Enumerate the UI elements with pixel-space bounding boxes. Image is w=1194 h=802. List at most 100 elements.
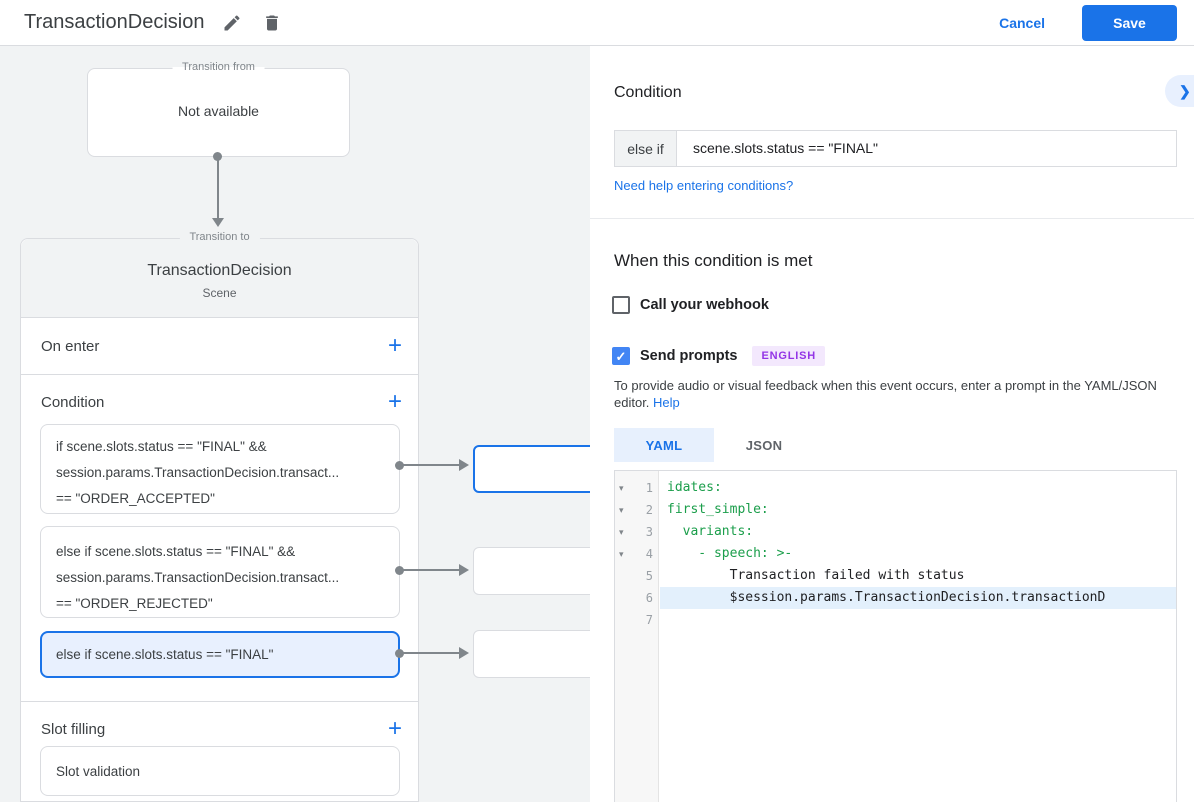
fold-arrow-icon[interactable]: ▾ xyxy=(619,548,624,559)
conditions-help-link[interactable]: Need help entering conditions? xyxy=(614,178,794,193)
connector-line xyxy=(403,569,459,571)
on-enter-label: On enter xyxy=(41,337,100,355)
condition-section-label: Condition xyxy=(41,393,105,411)
divider xyxy=(21,701,418,702)
connector-line xyxy=(217,158,219,218)
send-prompts-label: Send prompts xyxy=(640,348,738,364)
condition-card-rejected[interactable]: else if scene.slots.status == "FINAL" &&… xyxy=(40,526,400,618)
slot-filling-label: Slot filling xyxy=(41,720,106,738)
call-webhook-label: Call your webhook xyxy=(640,297,769,313)
code-text[interactable] xyxy=(660,609,1176,631)
condition-input[interactable]: scene.slots.status == "FINAL" xyxy=(693,140,879,156)
condition-card-final-selected[interactable]: else if scene.slots.status == "FINAL" xyxy=(40,631,400,678)
line-number: 3 xyxy=(645,525,653,539)
tab-json[interactable]: JSON xyxy=(745,437,783,453)
add-on-enter-button[interactable]: + xyxy=(387,332,402,359)
fold-arrow-icon[interactable]: ▾ xyxy=(619,482,624,493)
tab-yaml[interactable]: YAML xyxy=(614,428,714,462)
add-condition-button[interactable]: + xyxy=(387,388,402,415)
on-enter-section: On enter + xyxy=(21,318,418,375)
editor-line: ▾ 2 first_simple: xyxy=(615,499,1176,521)
condition-line: session.params.TransactionDecision.trans… xyxy=(56,465,340,480)
fold-arrow-icon[interactable]: ▾ xyxy=(619,504,624,515)
connector-arrowhead xyxy=(212,218,224,227)
divider xyxy=(590,218,1194,219)
language-badge: ENGLISH xyxy=(752,346,825,366)
condition-prefix: else if xyxy=(615,131,677,166)
line-number: 5 xyxy=(645,569,653,583)
transition-to-legend: Transition to xyxy=(179,231,260,243)
when-condition-heading: When this condition is met xyxy=(614,251,813,270)
delete-scene-button[interactable] xyxy=(260,11,284,35)
connector-arrowhead xyxy=(459,647,469,659)
transition-to-node: Transition to TransactionDecision Scene … xyxy=(20,231,419,802)
code-text[interactable]: first_simple: xyxy=(667,502,769,517)
trash-icon xyxy=(266,15,279,30)
condition-section: Condition + xyxy=(21,385,418,419)
add-slot-button[interactable]: + xyxy=(387,715,402,742)
fold-arrow-icon[interactable]: ▾ xyxy=(619,526,624,537)
page-title: TransactionDecision xyxy=(24,11,205,33)
cancel-button[interactable]: Cancel xyxy=(999,14,1045,31)
prompt-help-link[interactable]: Help xyxy=(653,395,680,410)
code-text[interactable]: $session.params.TransactionDecision.tran… xyxy=(660,587,1176,609)
save-button[interactable]: Save xyxy=(1082,4,1177,41)
slot-filling-section: Slot filling + xyxy=(21,707,418,751)
target-node-selected[interactable] xyxy=(473,445,604,493)
collapse-panel-button[interactable]: ❯ xyxy=(1165,75,1194,107)
connector-dot xyxy=(395,461,404,470)
condition-card-accepted[interactable]: if scene.slots.status == "FINAL" && sess… xyxy=(40,424,400,514)
send-prompts-row: ✓ Send prompts ENGLISH xyxy=(612,346,825,366)
send-prompts-checkbox[interactable]: ✓ xyxy=(612,347,630,365)
connector-dot xyxy=(395,649,404,658)
connector-line xyxy=(403,652,459,654)
webhook-row: Call your webhook xyxy=(612,296,769,314)
chevron-right-icon: ❯ xyxy=(1179,82,1191,99)
edit-scene-button[interactable] xyxy=(220,11,244,35)
panel-heading: Condition xyxy=(614,84,682,101)
code-text[interactable]: idates: xyxy=(667,480,722,495)
editor-line: ▾ 1 idates: xyxy=(615,477,1176,499)
editor-line: 5 Transaction failed with status xyxy=(615,565,1176,587)
top-bar: TransactionDecision Cancel Save xyxy=(0,0,1194,46)
transition-from-legend: Transition from xyxy=(172,61,265,73)
condition-line: if scene.slots.status == "FINAL" && xyxy=(56,439,267,454)
condition-detail-panel: Condition ❯ else if scene.slots.status =… xyxy=(590,46,1194,802)
editor-gutter xyxy=(615,471,659,802)
prompt-description-text: To provide audio or visual feedback when… xyxy=(614,378,1157,410)
editor-line: ▾ 4 - speech: >- xyxy=(615,543,1176,565)
condition-line: == "ORDER_REJECTED" xyxy=(56,596,213,611)
check-icon: ✓ xyxy=(615,348,627,364)
code-text[interactable]: Transaction failed with status xyxy=(667,568,965,583)
pencil-icon xyxy=(224,14,240,30)
line-number: 4 xyxy=(645,547,653,561)
code-text[interactable]: - speech: >- xyxy=(667,546,793,561)
target-node[interactable] xyxy=(473,547,604,595)
scene-title: TransactionDecision xyxy=(147,262,292,279)
slot-validation-label: Slot validation xyxy=(56,763,141,779)
call-webhook-checkbox[interactable] xyxy=(612,296,630,314)
editor-line: 7 xyxy=(615,609,1176,631)
editor-tabs: YAML JSON xyxy=(614,428,814,462)
line-number: 7 xyxy=(645,613,653,627)
scene-subtitle: Scene xyxy=(202,286,237,300)
condition-line: session.params.TransactionDecision.trans… xyxy=(56,570,340,585)
transition-from-node[interactable]: Transition from Not available xyxy=(87,61,350,157)
connector-line xyxy=(403,464,459,466)
editor-line: ▾ 3 variants: xyxy=(615,521,1176,543)
slot-validation-card[interactable]: Slot validation xyxy=(40,746,400,796)
editor-line-highlighted: 6 $session.params.TransactionDecision.tr… xyxy=(615,587,1176,609)
connector-dot xyxy=(395,566,404,575)
prompt-description: To provide audio or visual feedback when… xyxy=(614,377,1170,411)
transition-from-content: Not available xyxy=(178,103,259,119)
yaml-code-editor[interactable]: ▾ 1 idates: ▾ 2 first_simple: ▾ 3 varian… xyxy=(614,470,1177,802)
condition-line: == "ORDER_ACCEPTED" xyxy=(56,491,215,506)
line-number: 6 xyxy=(645,591,653,605)
code-text[interactable]: variants: xyxy=(667,524,754,539)
condition-line: else if scene.slots.status == "FINAL" && xyxy=(56,544,296,559)
condition-line: else if scene.slots.status == "FINAL" xyxy=(56,646,274,662)
connector-dot xyxy=(213,152,222,161)
target-node[interactable] xyxy=(473,630,604,678)
scene-header: TransactionDecision Scene xyxy=(21,239,418,318)
